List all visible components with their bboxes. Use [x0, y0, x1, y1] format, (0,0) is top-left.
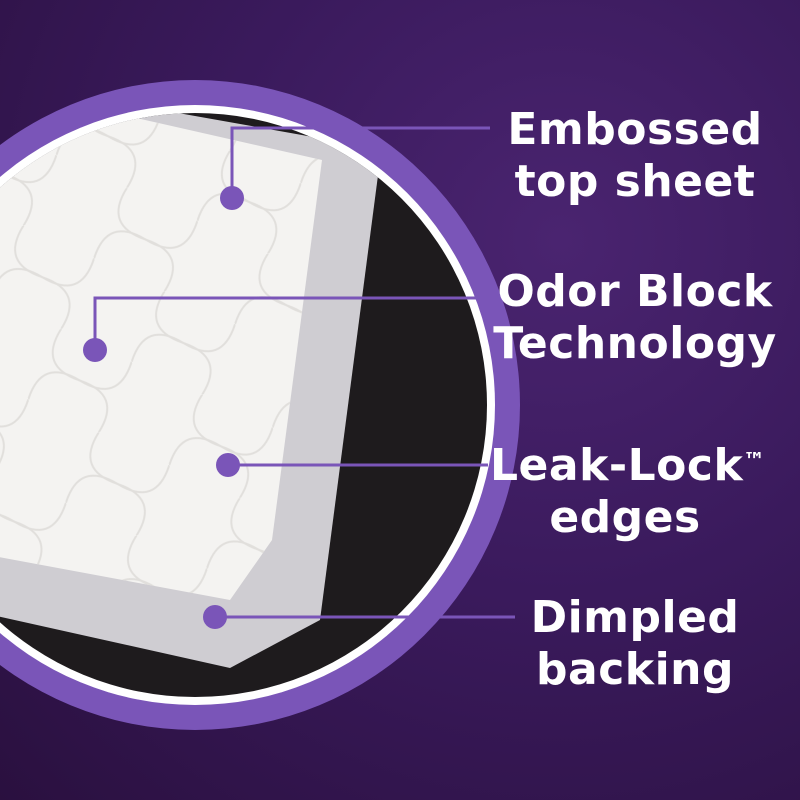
pad-closeup: [0, 113, 487, 697]
callout-label-odor-block: Odor Block Technology: [490, 266, 780, 370]
callout-1-line-1: Embossed: [507, 104, 763, 155]
callout-2-line-1: Odor Block: [497, 266, 773, 317]
callout-label-embossed-top-sheet: Embossed top sheet: [500, 104, 770, 208]
callout-4-line-2: backing: [536, 644, 734, 695]
callout-3-line-1-text: Leak-Lock: [490, 440, 744, 491]
trademark-symbol: ™: [743, 449, 766, 474]
callout-label-dimpled-backing: Dimpled backing: [515, 592, 755, 696]
callout-label-leak-lock-edges: Leak-Lock™ edges: [490, 440, 765, 544]
callout-4: [203, 605, 515, 629]
callout-2: [83, 296, 488, 362]
callout-1-line-2: top sheet: [514, 156, 756, 207]
callout-3-line-1: Leak-Lock™: [490, 440, 765, 492]
callout-2-line-2: Technology: [493, 318, 777, 369]
callout-1: [220, 126, 490, 210]
callout-4-line-1: Dimpled: [530, 592, 740, 643]
callout-3-line-2: edges: [549, 492, 701, 543]
callout-3: [216, 453, 488, 477]
